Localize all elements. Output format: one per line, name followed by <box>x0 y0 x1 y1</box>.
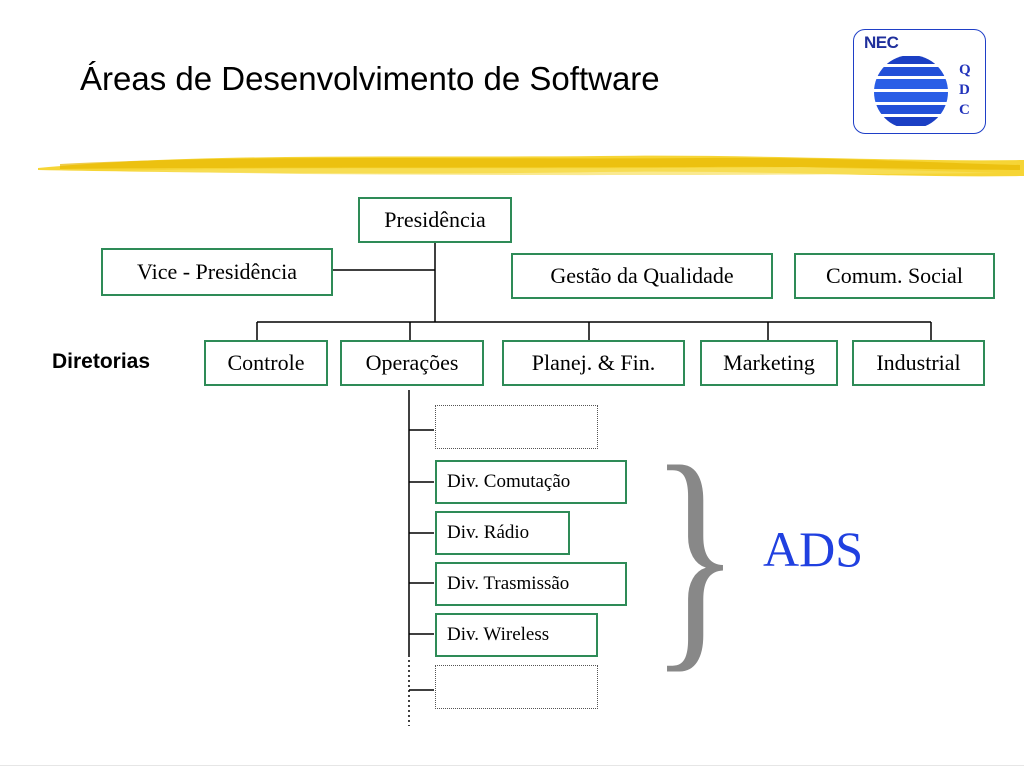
vice-presidencia-box: Vice - Presidência <box>101 248 333 296</box>
presidencia-box: Presidência <box>358 197 512 243</box>
diretoria-operacoes-box: Operações <box>340 340 484 386</box>
diretoria-controle-box: Controle <box>204 340 328 386</box>
logo-brand-text: NEC <box>864 33 899 52</box>
gestao-qualidade-box: Gestão da Qualidade <box>511 253 773 299</box>
diretoria-industrial-box: Industrial <box>852 340 985 386</box>
logo-letter-d: D <box>959 82 970 98</box>
curly-brace: } <box>650 416 740 693</box>
division-transmissao-box: Div. Trasmissão <box>435 562 627 606</box>
ads-label: ADS <box>763 521 864 577</box>
diretoria-planej-fin-box: Planej. & Fin. <box>502 340 685 386</box>
bottom-divider <box>0 765 1024 766</box>
yellow-brush-divider <box>38 155 1024 177</box>
placeholder-division-top <box>435 405 598 449</box>
diretorias-label: Diretorias <box>52 350 151 373</box>
placeholder-division-bottom <box>435 665 598 709</box>
diretoria-marketing-box: Marketing <box>700 340 838 386</box>
comum-social-box: Comum. Social <box>794 253 995 299</box>
division-comutacao-box: Div. Comutação <box>435 460 627 504</box>
logo-letter-q: Q <box>959 62 971 78</box>
globe-icon <box>874 56 948 126</box>
division-wireless-box: Div. Wireless <box>435 613 598 657</box>
page-title: Áreas de Desenvolvimento de Software <box>80 60 660 97</box>
division-radio-box: Div. Rádio <box>435 511 570 555</box>
logo-letter-c: C <box>959 102 970 118</box>
nec-qdc-logo: NEC Q D C <box>853 29 986 134</box>
